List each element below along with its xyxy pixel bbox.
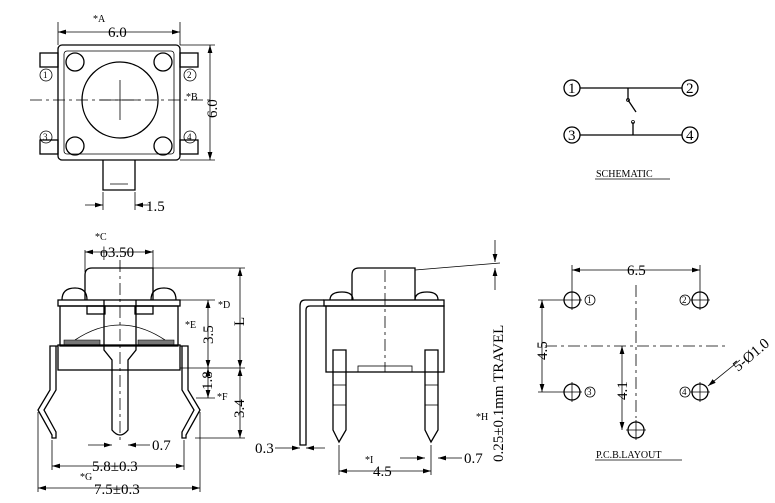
pcb-pin-3: 3 [587,387,592,397]
pcb-pin-2: 2 [682,295,687,305]
schematic-caption: SCHEMATIC [596,169,653,180]
top-b-mark: *B [186,92,198,103]
pcb-hole-5 [626,420,646,440]
pcb-pin-4: 4 [682,387,687,397]
front-pin-length: 3.4 [232,399,248,418]
pcb-hole-3 [562,382,582,402]
side-view [275,240,501,475]
pcb-width-dim: 6.5 [627,263,646,279]
top-pin-3: 3 [43,132,48,142]
front-cap-dia: ϕ3.50 [100,245,134,261]
front-f-mark: *F [217,392,228,403]
schematic-pin-2: 2 [686,81,694,97]
front-lead-dim: 1.8 [200,371,216,390]
pcb-pin-1: 1 [587,295,592,305]
pcb-caption: P.C.B.LAYOUT [596,450,661,461]
front-body-height: 3.5 [201,325,217,344]
front-view [37,249,245,492]
front-pin-width: 0.7 [152,438,171,454]
front-e-mark: *E [185,320,196,331]
pcb-hole-spec: 5-Ø1.0 [730,336,773,375]
pcb-height-dim: 4.5 [535,341,551,360]
top-pin-2: 2 [187,70,192,80]
side-i-mark: *I [365,455,373,466]
side-pin-pitch: 4.5 [373,464,392,480]
pcb-offset-dim: 4.1 [615,381,631,400]
front-d-mark: *D [218,300,230,311]
front-outer-span: 7.5±0.3 [94,482,140,498]
side-travel: 0.25±0.1mm TRAVEL [491,325,507,462]
schematic-pin-3: 3 [568,128,576,144]
pcb-layout [538,265,741,461]
front-inner-span: 5.8±0.3 [92,459,138,475]
top-tab-dim: 1.5 [146,199,165,215]
side-lead-thickness: 0.3 [255,441,274,457]
top-pin-4: 4 [187,132,192,142]
pcb-hole-1 [562,290,582,310]
top-view [30,22,215,210]
schematic-pin-4: 4 [686,128,694,144]
front-l-dim: L [232,317,248,326]
top-height-dim: 6.0 [205,99,221,118]
side-h-mark: *H [476,412,488,423]
schematic-pin-1: 1 [568,81,576,97]
schematic-diagram [563,79,699,180]
front-g-mark: *G [80,472,92,483]
top-a-mark: *A [93,14,106,25]
top-width-dim: 6.0 [108,25,127,41]
side-pin-width: 0.7 [464,451,483,467]
pcb-hole-4 [690,382,710,402]
top-pin-1: 1 [43,70,48,80]
front-c-mark: *C [95,232,107,243]
pcb-hole-2 [690,290,710,310]
